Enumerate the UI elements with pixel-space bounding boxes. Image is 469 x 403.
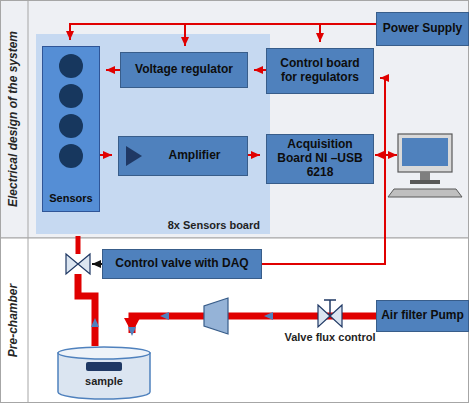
valve-stem	[329, 300, 331, 316]
board-title: 8x Sensors board	[168, 219, 260, 231]
node-label: Amplifier	[168, 149, 220, 163]
valve-handle	[324, 299, 336, 301]
process-box: Voltage regulator	[120, 52, 248, 88]
valve-symbol	[66, 254, 78, 274]
computer-monitor	[398, 134, 452, 172]
signal-wire	[254, 69, 266, 71]
region-band: Pre-chamber Control valve with DAQ Air fil…	[0, 238, 469, 403]
node-label: Acquisition Board NI –USB 6218	[271, 138, 369, 179]
part-label: Valve flux control	[280, 331, 380, 343]
node-label: Power Supply	[383, 22, 462, 36]
amplifier-box: Amplifier	[118, 136, 248, 176]
process-box: Control board for regulators	[266, 48, 374, 94]
computer-screen	[402, 138, 448, 166]
electrical-band-fill	[1, 1, 469, 239]
process-box: Acquisition Board NI –USB 6218	[266, 134, 374, 184]
node-label: sample	[56, 375, 152, 387]
sensor-dot	[59, 84, 83, 108]
sensors-board-fill	[36, 34, 270, 234]
band-separator	[28, 0, 29, 403]
node-label: Air filter Pump	[381, 309, 464, 323]
sample-container: sample	[56, 345, 152, 401]
control-arrow	[92, 263, 102, 265]
signal-wire	[106, 69, 120, 71]
usb-link	[375, 154, 397, 156]
computer-stand	[420, 172, 430, 180]
flow-arrow	[160, 312, 169, 320]
valve-symbol	[330, 305, 342, 327]
process-box: Control valve with DAQ	[102, 249, 262, 279]
process-box: Power Supply	[376, 12, 469, 46]
signal-wire	[185, 24, 376, 46]
region-title: Electrical design of the system	[0, 0, 26, 238]
amplifier-symbol	[126, 146, 142, 166]
signal-wire	[70, 24, 376, 40]
region-band: Electrical design of the system Power Sup…	[0, 0, 469, 238]
flow-arrow	[128, 327, 136, 336]
signal-wire	[248, 154, 260, 156]
container-outline	[56, 345, 152, 401]
signal-wire	[320, 24, 376, 42]
compressor-symbol	[204, 298, 228, 334]
container-rim	[58, 347, 150, 359]
signal-wire	[100, 154, 112, 156]
sensor-dot	[59, 144, 83, 168]
process-box: Air filter Pump	[376, 300, 469, 332]
return-pipe	[78, 274, 95, 346]
node-label: Sensors	[42, 192, 100, 204]
board-panel: 8x Sensors board Sensors Voltage regulator…	[36, 34, 270, 234]
sample-piece	[86, 362, 122, 371]
sensor-dot	[59, 114, 83, 138]
node-label: Control board for regulators	[271, 57, 369, 85]
valve-symbol	[318, 305, 330, 327]
exhaust-pipe	[76, 236, 81, 254]
node-label: Voltage regulator	[135, 63, 233, 77]
sensor-array: Sensors	[42, 46, 100, 212]
flow-arrow	[91, 318, 99, 327]
computer-keyboard	[388, 189, 462, 197]
sensor-dot	[59, 54, 83, 78]
node-label: Control valve with DAQ	[115, 257, 248, 271]
flow-arrow	[264, 312, 273, 320]
pre-chamber-band-fill	[1, 238, 469, 403]
valve-symbol	[78, 254, 90, 274]
region-title: Pre-chamber	[0, 238, 26, 403]
computer-base	[410, 180, 440, 184]
signal-wire	[262, 78, 385, 264]
